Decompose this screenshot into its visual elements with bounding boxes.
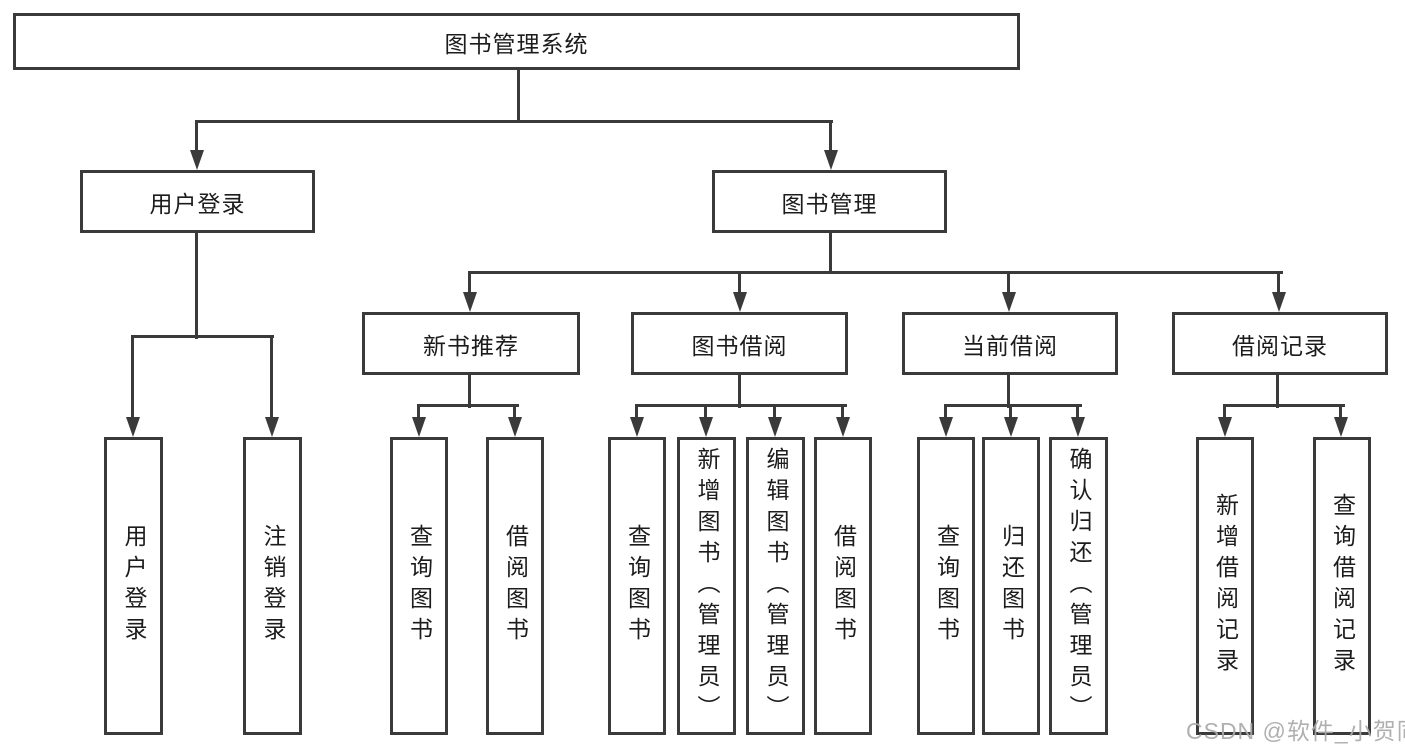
arrow-down-icon (190, 150, 204, 170)
arrow-down-icon (463, 292, 477, 312)
connector-vline (1009, 406, 1012, 420)
node-current-borrowing: 当前借阅 (902, 312, 1118, 375)
connector-vline (1276, 375, 1279, 408)
connector-vline (517, 70, 520, 122)
connector-vline (841, 406, 844, 420)
arrow-down-icon (699, 417, 713, 437)
arrow-down-icon (126, 417, 140, 437)
connector-vline (131, 337, 134, 419)
leaf-add-book-admin: 新增图书（管理员） (677, 437, 736, 735)
connector-vline (417, 406, 420, 420)
connector-vline (468, 375, 471, 408)
arrow-down-icon (824, 150, 838, 170)
leaf-return-books: 归还图书 (982, 437, 1040, 735)
connector-vline (468, 273, 471, 294)
arrow-down-icon (1272, 292, 1286, 312)
node-new-book-recommend: 新书推荐 (362, 312, 580, 375)
leaf-query-books-recommend: 查询图书 (390, 437, 448, 735)
leaf-logout: 注销登录 (243, 437, 302, 735)
arrow-down-icon (1218, 417, 1232, 437)
leaf-query-books-borrowing: 查询图书 (608, 437, 666, 735)
arrow-down-icon (265, 417, 279, 437)
arrow-down-icon (836, 417, 850, 437)
connector-vline (635, 406, 638, 420)
leaf-confirm-return-admin: 确认归还（管理员） (1049, 437, 1108, 735)
connector-vline (1076, 406, 1079, 420)
connector-hline (635, 404, 847, 407)
node-book-borrowing: 图书借阅 (631, 312, 848, 375)
leaf-borrow-books-borrowing: 借阅图书 (814, 437, 872, 735)
connector-vline (1277, 273, 1280, 294)
connector-vline (195, 233, 198, 339)
node-borrowing-records: 借阅记录 (1172, 312, 1388, 375)
arrow-down-icon (733, 292, 747, 312)
arrow-down-icon (1002, 292, 1016, 312)
connector-vline (1007, 273, 1010, 294)
connector-vline (829, 122, 832, 154)
connector-hline (468, 271, 1283, 274)
arrow-down-icon (630, 417, 644, 437)
connector-hline (131, 335, 274, 338)
connector-vline (829, 233, 832, 273)
leaf-query-books-current: 查询图书 (917, 437, 975, 735)
connector-vline (773, 406, 776, 420)
connector-vline (195, 122, 198, 154)
arrow-down-icon (1071, 417, 1085, 437)
arrow-down-icon (1004, 417, 1018, 437)
connector-hline (944, 404, 1082, 407)
leaf-edit-book-admin: 编辑图书（管理员） (746, 437, 805, 735)
leaf-add-borrow-record: 新增借阅记录 (1196, 437, 1254, 735)
connector-vline (704, 406, 707, 420)
arrow-down-icon (939, 417, 953, 437)
connector-vline (738, 273, 741, 294)
node-root: 图书管理系统 (13, 13, 1020, 70)
node-book-management: 图书管理 (712, 170, 947, 233)
connector-vline (270, 337, 273, 419)
leaf-query-borrow-record: 查询借阅记录 (1313, 437, 1371, 735)
leaf-borrow-books-recommend: 借阅图书 (486, 437, 544, 735)
connector-vline (513, 406, 516, 420)
arrow-down-icon (508, 417, 522, 437)
connector-vline (1007, 375, 1010, 408)
connector-hline (1223, 404, 1345, 407)
arrow-down-icon (412, 417, 426, 437)
connector-vline (738, 375, 741, 408)
watermark-text: CSDN @软件_小贺同学 (1186, 718, 1405, 744)
connector-vline (1339, 406, 1342, 420)
connector-vline (944, 406, 947, 420)
connector-vline (1223, 406, 1226, 420)
arrow-down-icon (768, 417, 782, 437)
leaf-user-login: 用户登录 (104, 437, 163, 735)
node-user-login: 用户登录 (80, 170, 315, 233)
connector-hline (417, 404, 519, 407)
arrow-down-icon (1334, 417, 1348, 437)
connector-hline (195, 120, 833, 123)
